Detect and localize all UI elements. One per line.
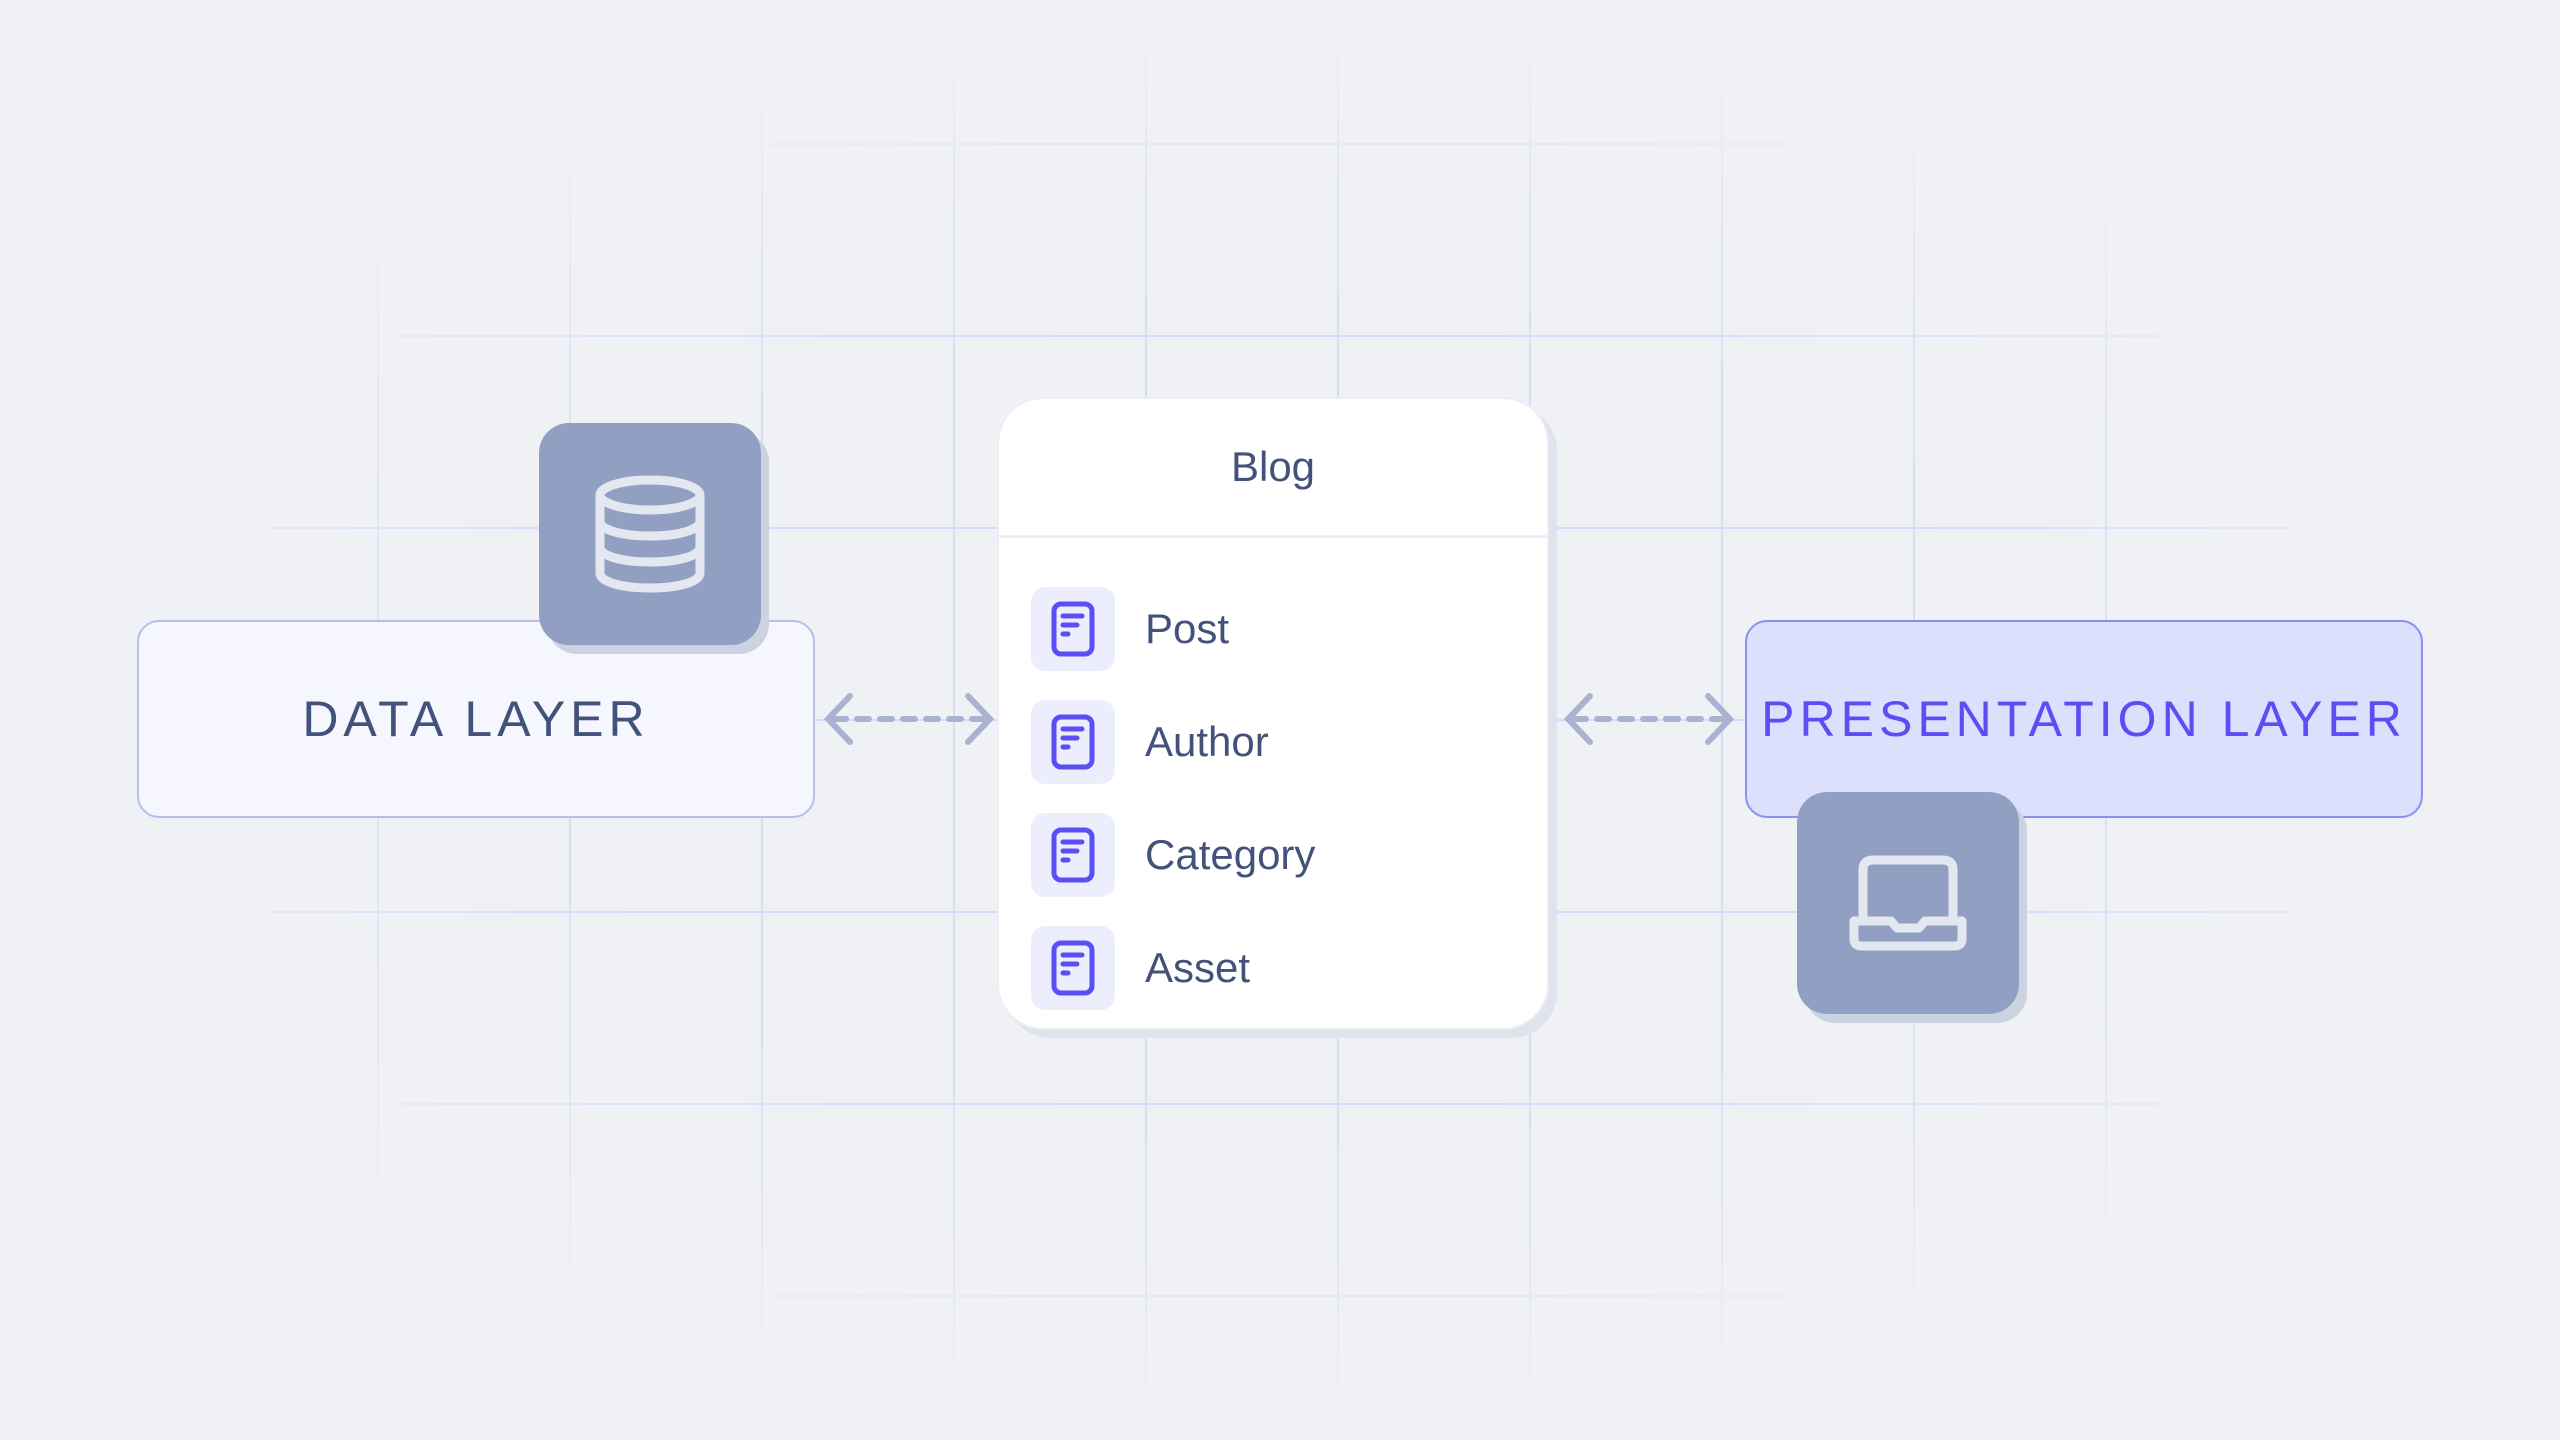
data-layer-node: DATA LAYER bbox=[137, 620, 815, 818]
document-icon bbox=[1031, 586, 1115, 671]
list-item-post[interactable]: Post bbox=[999, 572, 1547, 685]
list-item-author[interactable]: Author bbox=[999, 685, 1547, 798]
blog-model-card: Blog Post Author Category Asset bbox=[997, 397, 1549, 1030]
data-layer-label: DATA LAYER bbox=[302, 691, 650, 747]
presentation-layer-label: PRESENTATION LAYER bbox=[1761, 691, 2407, 747]
list-item-label: Author bbox=[1145, 717, 1269, 765]
document-icon bbox=[1031, 812, 1115, 897]
document-icon bbox=[1031, 699, 1115, 784]
database-icon bbox=[595, 475, 705, 593]
blog-card-title: Blog bbox=[999, 399, 1547, 538]
document-icon bbox=[1031, 925, 1115, 1010]
database-tile bbox=[539, 423, 761, 645]
list-item-label: Asset bbox=[1145, 943, 1251, 991]
list-item-asset[interactable]: Asset bbox=[999, 911, 1547, 1024]
list-item-label: Category bbox=[1145, 830, 1316, 878]
list-item-category[interactable]: Category bbox=[999, 798, 1547, 911]
laptop-tile bbox=[1797, 792, 2019, 1014]
laptop-icon bbox=[1849, 855, 1967, 951]
blog-model-list: Post Author Category Asset bbox=[999, 538, 1547, 1024]
bidirectional-arrow-left bbox=[823, 693, 995, 745]
presentation-layer-node: PRESENTATION LAYER bbox=[1745, 620, 2423, 818]
list-item-label: Post bbox=[1145, 604, 1230, 652]
bidirectional-arrow-right bbox=[1563, 693, 1735, 745]
